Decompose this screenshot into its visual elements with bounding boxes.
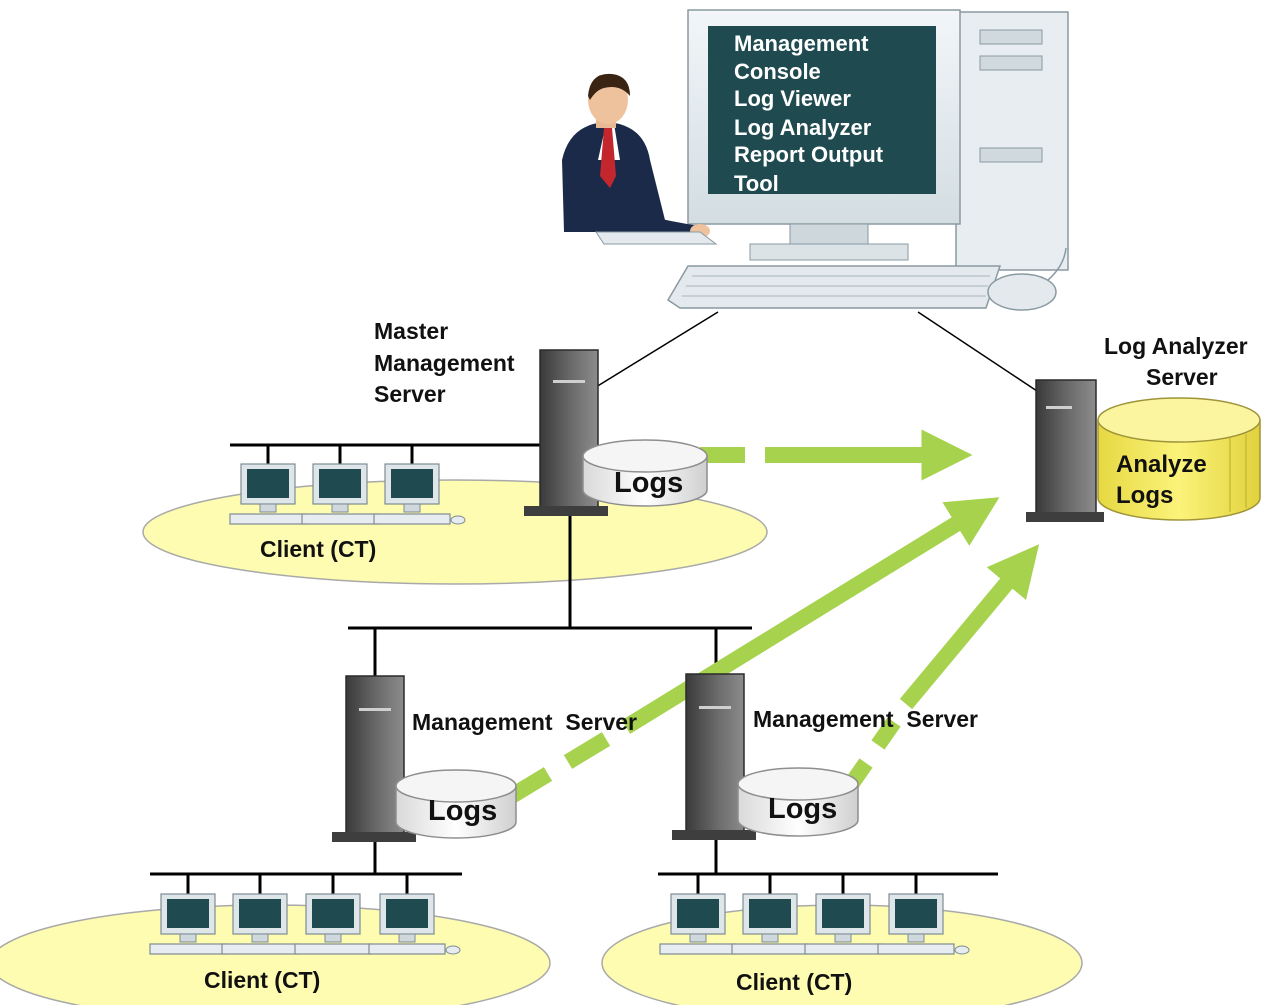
screen-line-4: Log Analyzer <box>734 115 872 140</box>
left-logs-label: Logs <box>428 795 497 827</box>
console-pc: Management Console Log Viewer Log Analyz… <box>666 9 1069 311</box>
right-logs-db <box>737 767 859 837</box>
log-analyzer-label-2: Server <box>1146 364 1218 390</box>
right-management-server <box>672 673 859 840</box>
log-analyzer-server <box>1026 379 1261 522</box>
master-client-label: Client (CT) <box>260 536 376 562</box>
master-server-label-2: Management <box>374 350 515 376</box>
console-links <box>595 311 1041 394</box>
client-pc-icon <box>368 893 461 955</box>
left-management-server <box>332 675 517 842</box>
master-logs-db <box>582 439 708 507</box>
left-client-label: Client (CT) <box>204 967 320 993</box>
client-pc-icon <box>373 463 466 525</box>
analyze-logs-label-1: Analyze <box>1116 451 1207 478</box>
screen-line-5: Report Output <box>734 142 884 167</box>
console-mouse <box>987 273 1057 311</box>
client-pc-icon <box>149 893 242 955</box>
master-logs-label: Logs <box>614 467 683 499</box>
network-zone-master <box>142 479 768 585</box>
client-pc-icon <box>659 893 752 955</box>
screen-line-3: Log Viewer <box>734 86 851 111</box>
left-server-label: Management Server <box>412 709 637 735</box>
right-client-label: Client (CT) <box>736 969 852 995</box>
log-analyzer-label-1: Log Analyzer <box>1104 333 1248 359</box>
client-pc-icon <box>301 463 394 525</box>
network-lines <box>150 443 998 894</box>
right-server-label: Management Server <box>753 706 978 732</box>
master-management-server <box>524 349 708 516</box>
console-keyboard <box>666 265 1002 309</box>
client-pc-icon <box>877 893 970 955</box>
screen-line-2: Console <box>734 59 821 84</box>
console-screen <box>708 26 936 194</box>
screen-line-1: Management <box>734 31 869 56</box>
master-server-label-3: Server <box>374 381 446 407</box>
right-logs-label: Logs <box>768 793 837 825</box>
client-pc-icon <box>804 893 897 955</box>
master-server-label-1: Master <box>374 318 448 344</box>
client-pcs <box>149 463 970 955</box>
client-pc-icon <box>294 893 387 955</box>
analyze-logs-db <box>1097 397 1261 521</box>
operator-person-icon <box>562 73 718 245</box>
left-logs-db <box>395 769 517 839</box>
screen-line-6: Tool <box>734 171 779 196</box>
analyze-logs-label-2: Logs <box>1116 482 1173 509</box>
